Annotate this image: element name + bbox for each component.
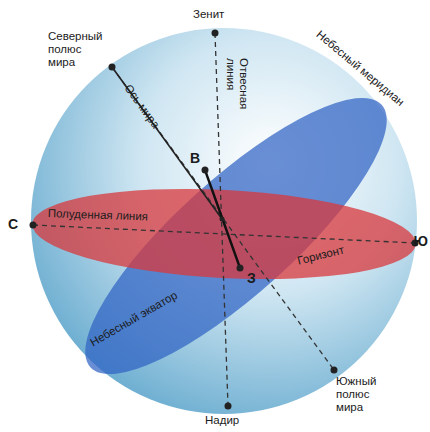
south-pole-label: Южный полюс мира xyxy=(336,375,396,415)
point-west: З xyxy=(247,270,256,286)
points xyxy=(30,30,419,410)
point-east: В xyxy=(190,150,200,166)
noon-line xyxy=(33,225,415,243)
point-south: Ю xyxy=(414,233,428,249)
zenith-label: Зенит xyxy=(193,8,224,21)
plumb-line-label: Отвесная линия xyxy=(224,58,250,113)
horizon-plane xyxy=(30,180,418,288)
east-west-line xyxy=(205,170,240,268)
world-axis-solid xyxy=(112,67,222,219)
point-north: С xyxy=(8,216,18,232)
nadir-label: Надир xyxy=(205,414,239,427)
north-pole-label: Северный полюс мира xyxy=(48,30,108,70)
